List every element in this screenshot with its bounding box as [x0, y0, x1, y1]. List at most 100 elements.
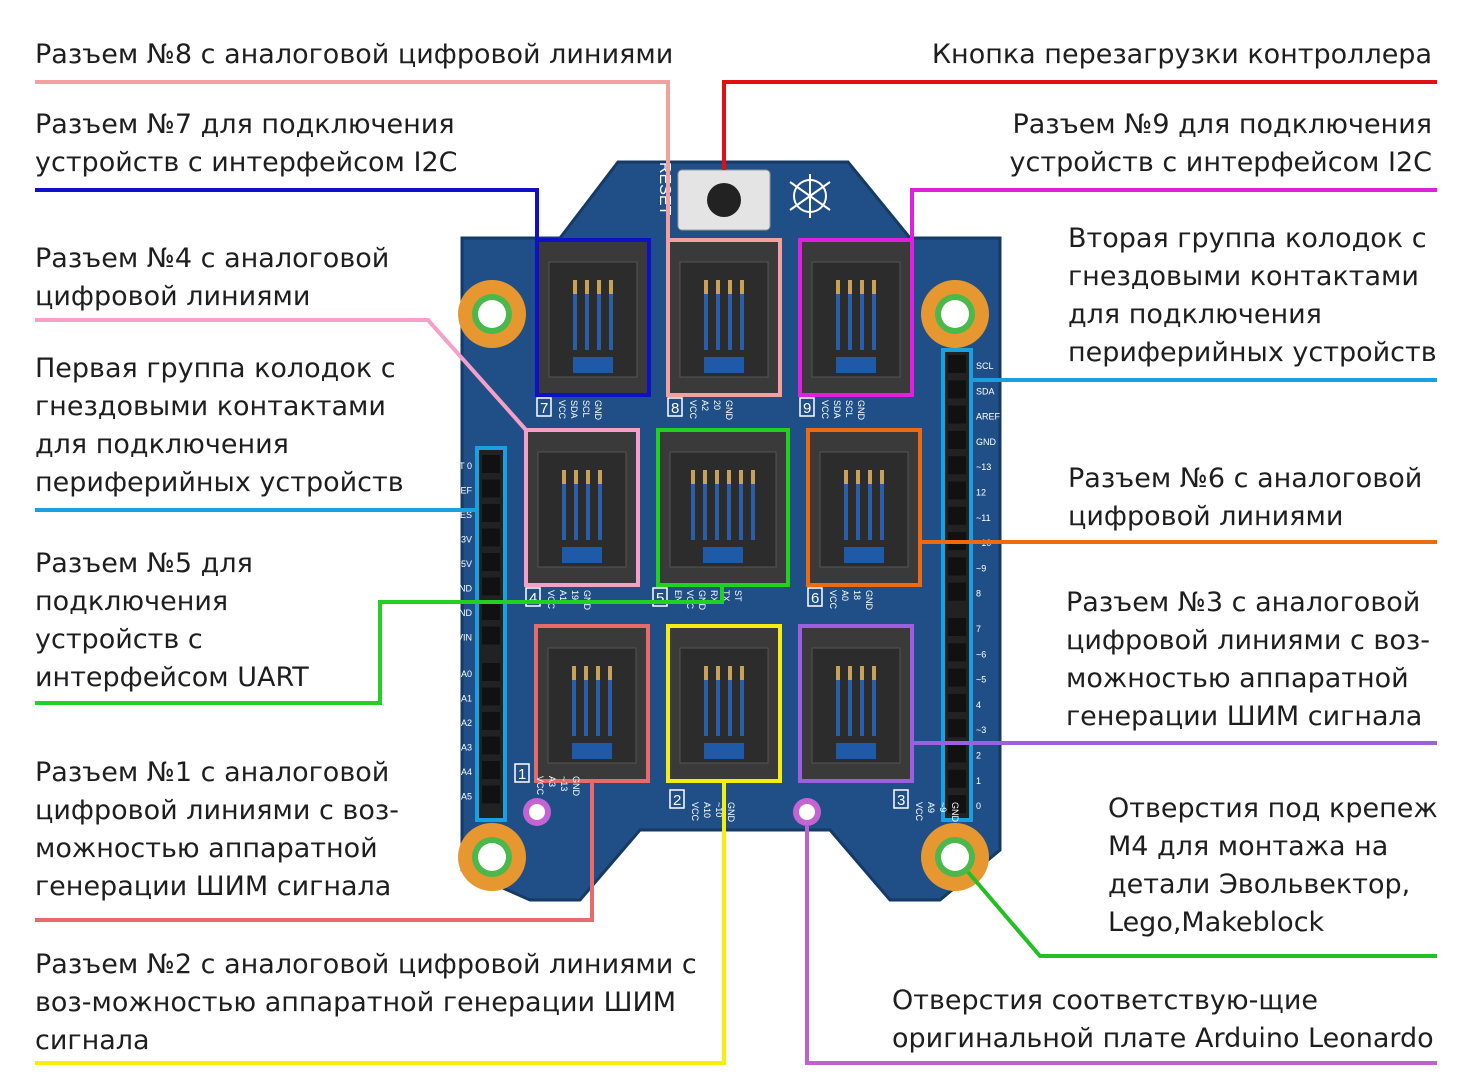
connector-number: 3: [897, 792, 905, 809]
connector-pin-label: ~10: [714, 802, 724, 817]
connector-number: 9: [803, 400, 811, 417]
connector-pin-label: A0: [840, 590, 850, 601]
header-pin: [948, 769, 966, 788]
line-c7: [35, 188, 539, 240]
connector-pin-label: GND: [571, 776, 581, 797]
socket-contact-tip: [691, 470, 695, 484]
header-pin-label: 0: [976, 801, 981, 811]
label-connector-9: Разъем №9 для подключения устройств с ин…: [1009, 109, 1432, 178]
connector-pin-label: GND: [864, 590, 874, 611]
socket-contact: [691, 470, 695, 540]
connector-pin-label: VCC: [688, 400, 698, 420]
connector-pin-label: SDA: [832, 400, 842, 419]
connector-pin-label: ~13: [559, 776, 569, 791]
socket-contact: [716, 666, 720, 736]
socket-contact-tip: [868, 470, 872, 484]
connector-pin-label: 18: [852, 590, 862, 600]
header-pin: [482, 712, 500, 730]
socket-contact: [728, 280, 732, 350]
connector-number: 7: [540, 400, 548, 417]
header-pin-label: A4: [461, 767, 472, 777]
connector-number-box: [652, 587, 668, 607]
socket-contact: [740, 280, 744, 350]
header-pin-label: 4: [976, 700, 981, 710]
connector-pin-label: A3: [547, 776, 557, 787]
header-pin-label: INT 0: [450, 461, 472, 471]
connector-number-box: [669, 789, 685, 809]
header-pin: [948, 380, 966, 399]
header-pin: [482, 479, 500, 498]
header-pin: [948, 668, 966, 687]
socket-contact: [868, 470, 872, 540]
header-pin: [948, 744, 966, 763]
leader-lines: [35, 80, 1437, 1065]
connector-latch: [836, 357, 876, 373]
socket-contact-tip: [574, 470, 578, 484]
socket-contact: [872, 666, 876, 736]
connector-pin-label: RX: [709, 590, 719, 603]
header-pin-label: ~9: [976, 563, 986, 573]
header-pin: [482, 553, 500, 571]
header-pin-label: ~3: [976, 725, 986, 735]
connector-number-box: [525, 587, 541, 607]
socket-contact: [596, 666, 600, 736]
socket-contact-tip: [585, 280, 589, 294]
header-pin: [482, 504, 500, 522]
header-pin: [948, 506, 966, 525]
socket-contact: [872, 280, 876, 350]
header-pin: [482, 602, 500, 620]
label-group-1: Первая группа колодок с гнездовыми конта…: [35, 353, 404, 498]
header-pin-label: 12: [976, 488, 986, 498]
socket-contact-tip: [728, 280, 732, 294]
socket-contact-tip: [608, 666, 612, 680]
connector-latch: [836, 743, 876, 759]
header-pin: [482, 736, 500, 755]
connector-pin-label: GND: [726, 802, 736, 823]
header-pin: [482, 663, 500, 681]
socket-contact: [740, 666, 744, 736]
socket-contact: [562, 470, 566, 540]
connector-pin-label: TX: [721, 590, 731, 602]
connector-pin-label: A2: [700, 400, 710, 411]
socket-contact-tip: [572, 666, 576, 680]
line-c1: [35, 782, 594, 922]
socket-contact-tip: [597, 280, 601, 294]
label-group-2: Вторая группа колодок с гнездовыми конта…: [1068, 223, 1437, 368]
connector-pin-label: VCC: [690, 802, 700, 822]
socket-contact: [572, 666, 576, 736]
header-pin-label: A0: [461, 669, 472, 679]
socket-contact: [727, 470, 731, 540]
socket-contact-tip: [844, 470, 848, 484]
header-pin: [482, 577, 500, 596]
connector-pin-label: EN: [673, 590, 683, 603]
label-connector-5: Разъем №5 для подключения устройств с ин…: [35, 548, 309, 693]
header-pin-label: GND: [976, 437, 997, 447]
header-pin-label: ~6: [976, 649, 986, 659]
connector-pin-label: GND: [724, 400, 734, 421]
header-pin: [482, 761, 500, 779]
header-pin-label: 5V: [461, 559, 472, 569]
socket-contact: [856, 470, 860, 540]
header-pin: [482, 455, 500, 473]
header-pin: [948, 557, 966, 576]
header-pin: [948, 643, 966, 662]
connector-pin-label: SCL: [844, 400, 854, 418]
line-holes-orig: [805, 826, 1437, 1065]
socket-contact: [860, 666, 864, 736]
socket-contact: [574, 470, 578, 540]
connector-latch: [704, 743, 744, 759]
header-pin: [948, 456, 966, 475]
socket-contact-tip: [609, 280, 613, 294]
label-reset-button: Кнопка перезагрузки контроллера: [931, 39, 1432, 70]
connector-pin-label: SCL: [581, 400, 591, 418]
logo: [789, 174, 831, 218]
connector-number: 8: [671, 400, 679, 417]
connector-number-box: [514, 763, 530, 783]
connector-pin-label: A1: [558, 590, 568, 601]
